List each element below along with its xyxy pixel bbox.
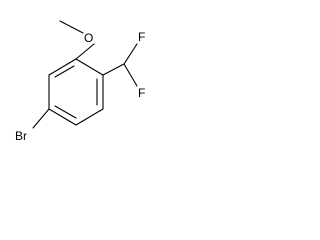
atom-bromine: Br (15, 129, 27, 143)
bond-methyl-o (59, 20, 84, 34)
structure-canvas: O F F Br (0, 0, 161, 184)
bond-c3-c4 (75, 108, 104, 126)
bond-c6-c1 (48, 58, 77, 76)
bond-c5-br (32, 108, 50, 129)
double-bond-c1-c6-inner (54, 65, 75, 78)
bond-chf2-f-top (123, 43, 138, 65)
bond-c1-c2 (75, 58, 104, 76)
atom-fluorine-bottom: F (138, 86, 145, 100)
bond-c2-chf2 (102, 63, 125, 76)
bond-chf2-f-bottom (123, 63, 138, 87)
atom-fluorine-top: F (138, 30, 145, 44)
molecule-diagram: O F F Br (15, 20, 145, 143)
atom-oxygen: O (84, 31, 93, 45)
double-bond-c4-c5-inner (54, 105, 77, 119)
bond-c4-c5 (48, 108, 77, 126)
bond-o-c1 (75, 43, 95, 60)
